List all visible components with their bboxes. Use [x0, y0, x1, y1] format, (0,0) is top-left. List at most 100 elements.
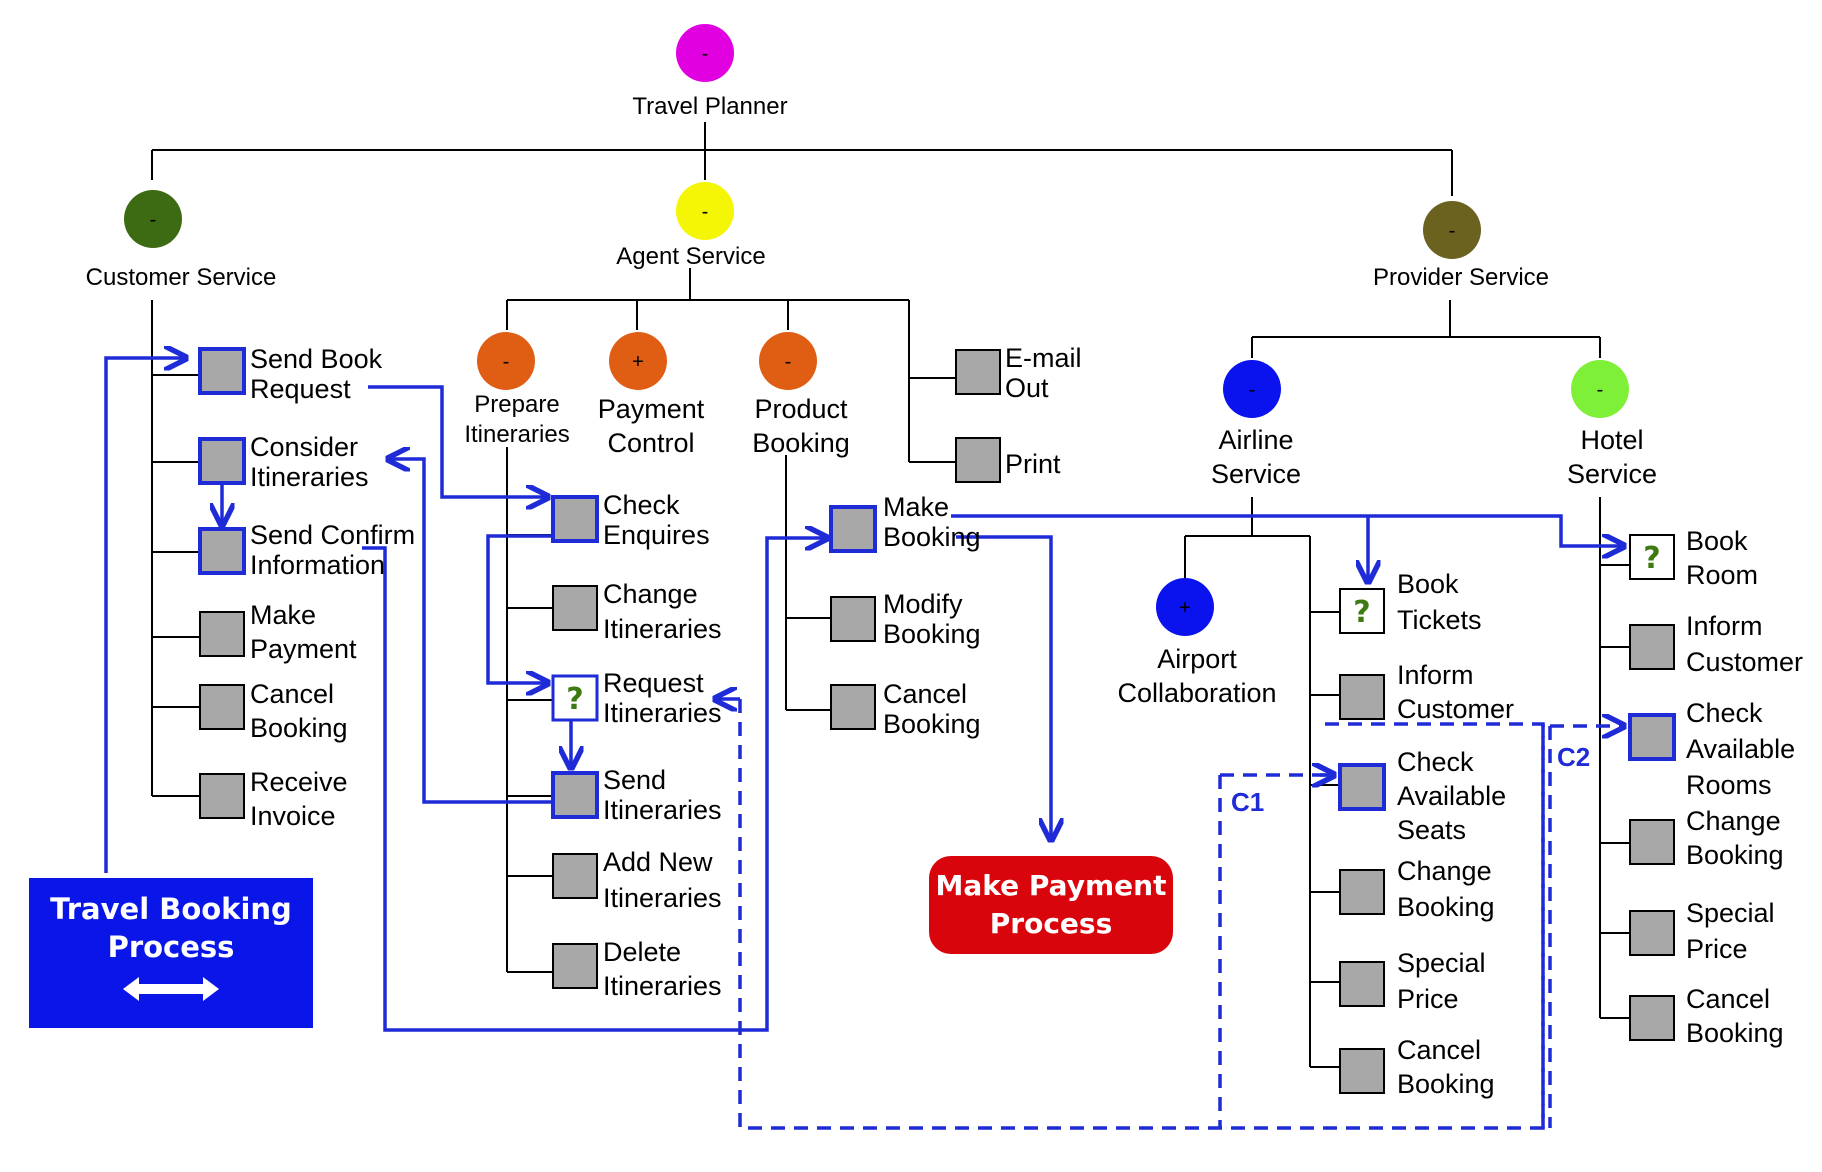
task-label-line: Booking: [1686, 840, 1784, 870]
node-customer-service[interactable]: -: [124, 190, 182, 248]
task-box-add-new-itineraries[interactable]: [552, 853, 598, 899]
task-box-email-out[interactable]: [955, 349, 1001, 395]
hotel-symbol: -: [1597, 379, 1604, 401]
node-travel-planner[interactable]: -: [676, 24, 734, 82]
connector-send-confirm-to-make-booking: [362, 538, 827, 1032]
task-label-special-price-hotel: Special Price: [1686, 895, 1775, 967]
task-label-line: Make: [250, 600, 317, 630]
root-symbol: -: [702, 43, 709, 65]
task-box-book-tickets[interactable]: [1339, 588, 1385, 634]
task-label-line: Itineraries: [250, 462, 369, 492]
task-box-make-payment[interactable]: [199, 611, 245, 657]
task-label-line: Print: [1005, 449, 1061, 479]
task-box-send-confirm-information[interactable]: [198, 527, 246, 575]
question-mark-request-itineraries: ?: [566, 682, 583, 717]
node-prepare-itineraries[interactable]: -: [477, 332, 535, 390]
prepare-symbol: -: [503, 351, 510, 373]
node-airline-service[interactable]: -: [1223, 360, 1281, 418]
task-box-check-available-seats[interactable]: [1338, 763, 1386, 811]
product-booking-title-line-1: Product: [754, 394, 848, 424]
task-label-line: Change: [603, 579, 698, 609]
task-box-special-price-airline[interactable]: [1339, 961, 1385, 1007]
airline-title-line-2: Service: [1210, 459, 1302, 489]
task-box-modify-booking[interactable]: [830, 596, 876, 642]
task-label-change-booking-airline: Change Booking: [1397, 853, 1495, 925]
task-box-inform-customer-airline[interactable]: [1339, 674, 1385, 720]
task-label-line: Room: [1686, 560, 1759, 590]
task-box-cancel-booking-airline[interactable]: [1339, 1048, 1385, 1094]
hotel-title: Hotel Service: [1567, 423, 1657, 491]
payment-control-symbol: +: [632, 351, 644, 373]
prepare-title: Prepare Itineraries: [464, 390, 569, 450]
provider-circle-icon: [1423, 201, 1481, 259]
task-box-check-enquires[interactable]: [551, 495, 599, 543]
task-box-send-book-request[interactable]: [198, 347, 246, 395]
task-box-send-itineraries[interactable]: [551, 771, 599, 819]
task-box-consider-itineraries[interactable]: [198, 437, 246, 485]
task-label-add-new-itineraries: Add New Itineraries: [603, 844, 722, 916]
task-label-line: Booking: [883, 522, 981, 552]
task-box-cancel-booking-product[interactable]: [830, 684, 876, 730]
travel-box-line-2: Process: [107, 930, 235, 964]
airport-title: Airport Collaboration: [1117, 642, 1276, 710]
customer-title: Customer Service: [85, 264, 277, 291]
task-label-line: Inform: [1686, 611, 1763, 641]
task-box-request-itineraries[interactable]: [551, 674, 599, 722]
root-title: Travel Planner: [632, 93, 788, 120]
task-boxes: [198, 347, 1676, 1094]
connector-send-itineraries-to-consider: [388, 459, 553, 804]
node-hotel-service[interactable]: -: [1571, 360, 1629, 418]
task-box-make-booking[interactable]: [829, 505, 877, 553]
task-box-change-booking-hotel[interactable]: [1629, 819, 1675, 865]
task-label-modify-booking: Modify Booking: [883, 589, 981, 649]
task-label-line: Rooms: [1686, 770, 1772, 800]
node-airport-collaboration[interactable]: +: [1156, 578, 1214, 636]
make-payment-process-box[interactable]: Make Payment Process: [929, 856, 1173, 954]
task-label-line: Add New: [603, 847, 713, 877]
task-label-send-itineraries: Send Itineraries: [603, 765, 722, 825]
task-label-check-enquires: Check Enquires: [603, 490, 710, 550]
node-product-booking[interactable]: -: [759, 332, 817, 390]
task-label-make-booking: Make Booking: [883, 492, 981, 552]
task-label-line: Booking: [883, 619, 981, 649]
task-box-check-available-rooms[interactable]: [1628, 713, 1676, 761]
node-provider-service[interactable]: -: [1423, 201, 1481, 259]
task-box-special-price-hotel[interactable]: [1629, 910, 1675, 956]
task-label-line: Available: [1397, 781, 1507, 811]
task-label-line: Check: [603, 490, 680, 520]
node-agent-service[interactable]: -: [676, 182, 734, 240]
question-mark-glyphs: ? ? ?: [566, 541, 1660, 717]
task-label-line: Booking: [1686, 1018, 1784, 1048]
payment-control-circle-icon: [609, 332, 667, 390]
task-box-cancel-booking-hotel[interactable]: [1629, 995, 1675, 1041]
task-box-receive-invoice[interactable]: [199, 773, 245, 819]
agent-circle-icon: [676, 182, 734, 240]
task-label-line: Itineraries: [603, 698, 722, 728]
task-label-change-booking-hotel: Change Booking: [1686, 804, 1784, 872]
constraint-arrows: [715, 699, 1624, 775]
task-box-cancel-booking-customer[interactable]: [199, 684, 245, 730]
task-label-line: Out: [1005, 373, 1049, 403]
task-box-delete-itineraries[interactable]: [552, 943, 598, 989]
task-label-line: Booking: [883, 709, 981, 739]
hotel-title-line-2: Service: [1566, 459, 1658, 489]
task-label-special-price-airline: Special Price: [1397, 945, 1486, 1017]
task-box-inform-customer-hotel[interactable]: [1629, 624, 1675, 670]
connector-travel-to-send-book: [104, 358, 186, 873]
task-box-book-room[interactable]: [1629, 534, 1675, 580]
task-label-line: Itineraries: [603, 971, 722, 1001]
travel-booking-process-box[interactable]: Travel Booking Process: [29, 878, 313, 1028]
node-payment-control[interactable]: +: [609, 332, 667, 390]
task-box-change-booking-airline[interactable]: [1339, 869, 1385, 915]
task-label-line: E-mail: [1005, 343, 1082, 373]
task-label-line: Request: [603, 668, 704, 698]
product-booking-symbol: -: [785, 351, 792, 373]
task-label-inform-customer-hotel: Inform Customer: [1686, 608, 1803, 680]
task-box-print[interactable]: [955, 437, 1001, 483]
task-box-change-itineraries[interactable]: [552, 585, 598, 631]
task-label-consider-itineraries: Consider Itineraries: [250, 432, 369, 492]
task-label-line: Book: [1397, 569, 1459, 599]
task-label-line: Payment: [250, 634, 357, 664]
task-label-line: Cancel: [1686, 984, 1771, 1014]
task-label-change-itineraries: Change Itineraries: [603, 577, 722, 647]
